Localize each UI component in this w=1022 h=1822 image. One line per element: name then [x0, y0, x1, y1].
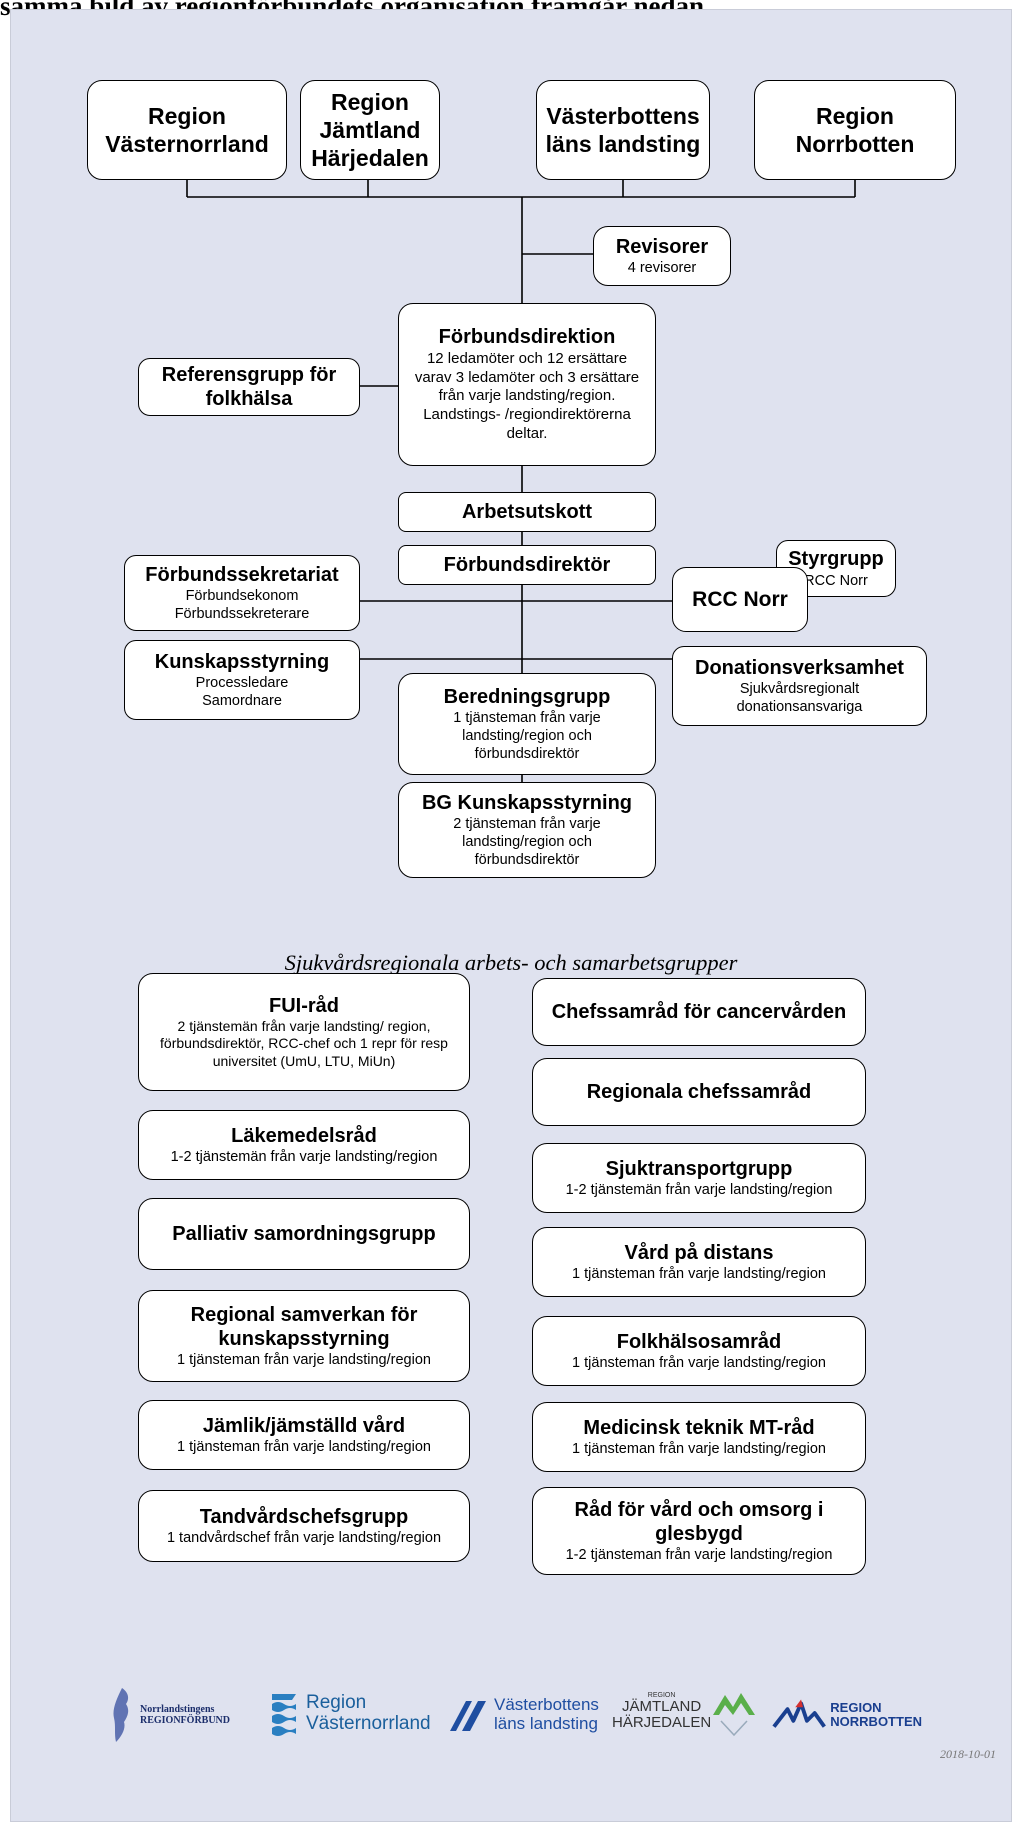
group-title: Läkemedelsråd — [231, 1124, 377, 1147]
group-title: Folkhälsosamråd — [616, 1330, 782, 1353]
forbundsdirektor-box: Förbundsdirektör — [398, 545, 656, 585]
logo-region-vasternorrland: Region Västernorrland — [272, 1686, 442, 1742]
group-title: Regionala chefssamråd — [586, 1080, 812, 1103]
region-vasternorrland-box: Region Västernorrland — [87, 80, 287, 180]
referensgrupp-title: Referensgrupp för folkhälsa — [161, 363, 337, 410]
group-desc: 1 tandvårdschef från varje landsting/reg… — [166, 1530, 442, 1547]
beredningsgrupp-desc: 1 tjänsteman från varje landsting/region… — [453, 710, 601, 763]
group-title: Chefssamråd för cancervården — [551, 1000, 847, 1023]
revisorer-title: Revisorer — [615, 235, 709, 258]
group-palliativ: Palliativ samordningsgrupp — [138, 1198, 470, 1270]
group-jamlik-vard: Jämlik/jämställd vård 1 tjänsteman från … — [138, 1400, 470, 1470]
group-title: Medicinsk teknik MT-råd — [583, 1416, 815, 1439]
group-lakemedelsrad: Läkemedelsråd 1-2 tjänstemän från varje … — [138, 1110, 470, 1180]
rn-line1: REGION — [830, 1699, 882, 1715]
beredningsgrupp-box: Beredningsgrupp 1 tjänsteman från varje … — [398, 673, 656, 775]
logo-region-norrbotten: REGION NORRBOTTEN — [772, 1690, 922, 1740]
group-title: Sjuktransportgrupp — [605, 1157, 793, 1180]
logo-norrlandstingens-regionforbund: Norrlandstingens REGIONFÖRBUND — [108, 1685, 258, 1745]
group-desc: 1 tjänsteman från varje landsting/region — [572, 1355, 826, 1372]
group-title: Palliativ samordningsgrupp — [172, 1222, 436, 1245]
section-heading: Sjukvårdsregionala arbets- och samarbets… — [284, 950, 738, 975]
kunskapsstyrning-box: Kunskapsstyrning Processledare Samordnar… — [124, 640, 360, 720]
rcc-norr-title: RCC Norr — [692, 587, 788, 611]
group-title: FUI-råd — [269, 994, 339, 1017]
group-medicinsk-teknik: Medicinsk teknik MT-råd 1 tjänsteman frå… — [532, 1402, 866, 1472]
forbundssekretariat-box: Förbundssekretariat Förbundsekonom Förbu… — [124, 555, 360, 631]
rjh-small: REGION — [647, 1691, 676, 1699]
revisorer-desc: 4 revisorer — [627, 260, 697, 277]
forbundsdirektor-title: Förbundsdirektör — [443, 553, 611, 576]
group-regional-samverkan: Regional samverkan för kunskapsstyrning … — [138, 1290, 470, 1382]
group-desc: 1 tjänsteman från varje landsting/region — [177, 1439, 431, 1456]
donationsverksamhet-box: Donationsverksamhet Sjukvårdsregionalt d… — [672, 646, 927, 726]
region-jamtland-box: Region Jämtland Härjedalen — [300, 80, 440, 180]
region-jamtland-label: Region Jämtland Härjedalen — [311, 88, 429, 172]
rn-line2: NORRBOTTEN — [830, 1714, 922, 1729]
group-sjuktransportgrupp: Sjuktransportgrupp 1-2 tjänstemän från v… — [532, 1143, 866, 1213]
mountain-icon — [713, 1693, 756, 1737]
date-label: 2018-10-01 — [940, 1747, 996, 1761]
rjh-line1: JÄMTLAND — [622, 1697, 702, 1715]
group-desc: 1-2 tjänstemän från varje landsting/regi… — [565, 1182, 833, 1199]
group-fui-rad: FUI-råd 2 tjänstemän från varje landstin… — [138, 973, 470, 1091]
waves-icon — [272, 1694, 296, 1736]
region-vasternorrland-label: Region Västernorrland — [105, 102, 269, 157]
arbetsutskott-box: Arbetsutskott — [398, 492, 656, 532]
referensgrupp-box: Referensgrupp för folkhälsa — [138, 358, 360, 416]
styrgrupp-title: Styrgrupp — [788, 548, 884, 571]
group-regionala-chefssamrad: Regionala chefssamråd — [532, 1058, 866, 1126]
vll-mark-icon — [450, 1701, 486, 1731]
donationsverksamhet-title: Donationsverksamhet — [695, 656, 904, 679]
beredningsgrupp-title: Beredningsgrupp — [443, 685, 611, 708]
bg-kunskapsstyrning-box: BG Kunskapsstyrning 2 tjänsteman från va… — [398, 782, 656, 878]
rcc-norr-box: RCC Norr — [672, 567, 808, 632]
forbundsdirektion-box: Förbundsdirektion 12 ledamöter och 12 er… — [398, 303, 656, 466]
forbundssekretariat-title: Förbundssekretariat — [145, 563, 339, 586]
nrf-logo-text: Norrlandstingens REGIONFÖRBUND — [140, 1703, 231, 1727]
group-title: Jämlik/jämställd vård — [202, 1414, 406, 1437]
group-rad-glesbygd: Råd för vård och omsorg i glesbygd 1-2 t… — [532, 1487, 866, 1575]
forbundssekretariat-desc: Förbundsekonom Förbundssekreterare — [174, 588, 310, 623]
forbundsdirektion-title: Förbundsdirektion — [438, 326, 616, 349]
revisorer-box: Revisorer 4 revisorer — [593, 226, 731, 286]
norrbotten-mark-icon — [772, 1699, 826, 1728]
region-norrbotten-label: Region Norrbotten — [795, 102, 915, 157]
kunskapsstyrning-title: Kunskapsstyrning — [154, 650, 330, 673]
vll-line2: läns landsting — [494, 1714, 598, 1733]
logo-vasterbottens-lans-landsting: Västerbottens läns landsting — [448, 1688, 608, 1742]
group-vard-pa-distans: Vård på distans 1 tjänsteman från varje … — [532, 1227, 866, 1297]
donationsverksamhet-desc: Sjukvårdsregionalt donationsansvariga — [736, 681, 863, 716]
group-desc: 1-2 tjänsteman från varje landsting/regi… — [565, 1547, 833, 1564]
group-desc: 1 tjänsteman från varje landsting/region — [177, 1352, 431, 1369]
group-tandvardschefsgrupp: Tandvårdschefsgrupp 1 tandvårdschef från… — [138, 1490, 470, 1562]
group-folkhalsosamrad: Folkhälsosamråd 1 tjänsteman från varje … — [532, 1316, 866, 1386]
group-desc: 1 tjänsteman från varje landsting/region — [572, 1266, 826, 1283]
forbundsdirektion-desc: 12 ledamöter och 12 ersättare varav 3 le… — [414, 349, 640, 442]
group-title: Tandvårdschefsgrupp — [199, 1505, 409, 1528]
kunskapsstyrning-desc: Processledare Samordnare — [195, 675, 289, 710]
map-silhouette-icon — [113, 1688, 129, 1742]
region-vasterbotten-label: Västerbottens läns landsting — [545, 102, 701, 157]
arbetsutskott-title: Arbetsutskott — [461, 500, 592, 523]
group-desc: 1-2 tjänstemän från varje landsting/regi… — [170, 1149, 438, 1166]
logo-region-jamtland-harjedalen: REGION JÄMTLAND HÄRJEDALEN — [612, 1676, 762, 1746]
styrgrupp-desc: RCC Norr — [804, 572, 868, 589]
region-vasterbotten-box: Västerbottens läns landsting — [536, 80, 710, 180]
bg-kunskapsstyrning-desc: 2 tjänsteman från varje landsting/region… — [453, 816, 601, 869]
rvn-line2: Västernorrland — [306, 1713, 431, 1734]
group-chefssamrad-cancer: Chefssamråd för cancervården — [532, 978, 866, 1046]
vll-line1: Västerbottens — [494, 1695, 599, 1715]
region-norrbotten-box: Region Norrbotten — [754, 80, 956, 180]
group-desc: 2 tjänstemän från varje landsting/ regio… — [160, 1017, 448, 1069]
group-title: Regional samverkan för kunskapsstyrning — [190, 1303, 418, 1350]
group-desc: 1 tjänsteman från varje landsting/region — [572, 1441, 826, 1458]
group-title: Råd för vård och omsorg i glesbygd — [574, 1498, 824, 1545]
rjh-line2: HÄRJEDALEN — [612, 1713, 712, 1731]
group-title: Vård på distans — [624, 1241, 774, 1264]
bg-kunskapsstyrning-title: BG Kunskapsstyrning — [421, 791, 633, 814]
rvn-line1: Region — [306, 1692, 367, 1714]
